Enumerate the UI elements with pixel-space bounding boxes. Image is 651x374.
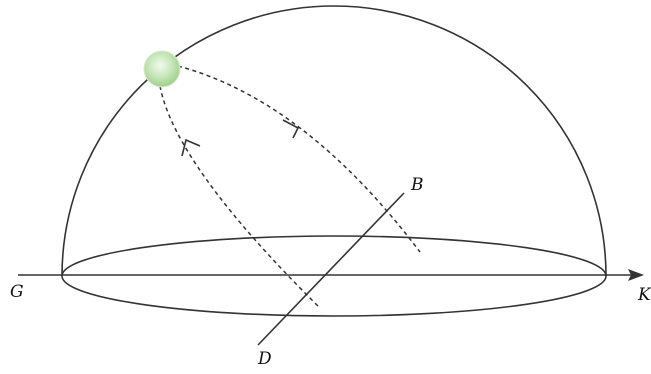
sun-icon <box>143 50 181 88</box>
axis-arrowhead <box>628 269 644 281</box>
label-g: G <box>10 282 24 302</box>
dome-arc <box>61 5 607 277</box>
horizon-ellipse <box>61 235 607 317</box>
label-k: K <box>637 285 651 305</box>
line-db <box>257 192 405 346</box>
left-path-direction-arrow <box>181 138 201 157</box>
label-b: B <box>410 175 424 195</box>
right-path-direction-arrow <box>282 119 300 139</box>
label-d: D <box>257 349 272 369</box>
sun-path-left-dashed <box>159 85 321 309</box>
sun-path-right-dashed <box>177 65 421 253</box>
